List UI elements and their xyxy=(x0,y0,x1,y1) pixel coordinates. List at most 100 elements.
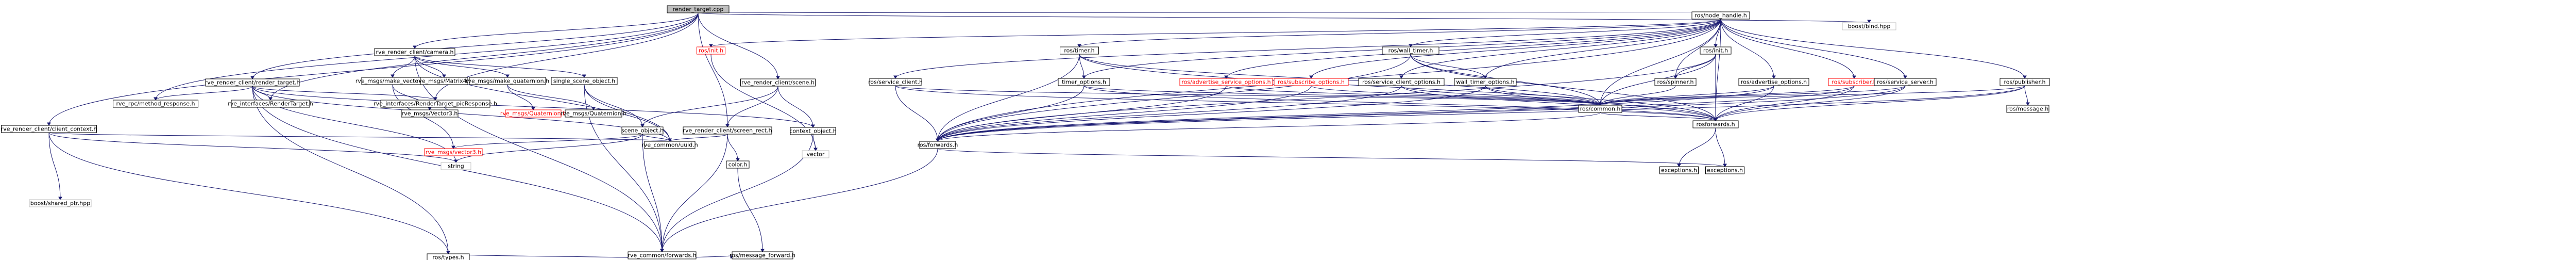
node-ros-init-h[interactable]: ros/init.h xyxy=(697,46,725,55)
include-edge xyxy=(640,86,778,127)
node-ros-subscribe-options-h[interactable]: ros/subscribe_options.h xyxy=(1274,78,1349,86)
node-vector: vector xyxy=(802,150,829,158)
node-box xyxy=(802,150,829,158)
node-box xyxy=(1274,78,1349,86)
node-label: ros/node_handle.h xyxy=(1694,12,1747,19)
include-edge xyxy=(1409,19,1721,47)
include-edge xyxy=(936,54,1080,142)
node-boost-bind-hpp: boost/bind.hpp xyxy=(1842,22,1896,30)
node-box xyxy=(565,109,622,118)
node-scene-object-h[interactable]: scene_object.h xyxy=(621,126,664,135)
node-rve-interfaces-rendertarget-picresponse-h[interactable]: rve_interfaces/RenderTarget_picResponse.… xyxy=(374,100,497,108)
node-ros-publisher-h[interactable]: ros/publisher.h xyxy=(1999,78,2050,86)
node-rve-msgs-make-vector3-h[interactable]: rve_msgs/make_vector3.h xyxy=(355,77,430,85)
node-ros-forwards-h[interactable]: ros/forwards.h xyxy=(918,141,958,149)
include-edge xyxy=(1077,19,1721,47)
node-label: rosforwards.h xyxy=(1696,121,1735,128)
node-box xyxy=(919,141,956,149)
node-wall-timer-options-h[interactable]: wall_timer_options.h xyxy=(1454,78,1517,86)
node-label: rve_msgs/Matrix4.h xyxy=(416,78,472,85)
node-rve-render-client-render-target-h[interactable]: rve_render_client/render_target.h xyxy=(205,78,300,87)
node-box xyxy=(469,77,546,85)
node-label: ros/types.h xyxy=(432,254,464,260)
node-label: rve_msgs/Quaternion.h xyxy=(561,110,626,117)
node-box xyxy=(667,5,730,13)
node-label: rve_render_client/render_target.h xyxy=(205,79,300,86)
include-edge xyxy=(936,54,1411,142)
node-rve-render-client-client-context-h[interactable]: rve_render_client/client_context.h xyxy=(1,125,97,133)
include-edge xyxy=(154,86,253,101)
include-edge xyxy=(1714,85,2025,121)
include-edge xyxy=(252,86,450,254)
include-edge xyxy=(710,54,818,151)
node-label: ros/publisher.h xyxy=(2004,79,2046,86)
node-ros-spinner-h[interactable]: ros/spinner.h xyxy=(1654,78,1697,86)
node-label: rve_msgs/vector3.h xyxy=(426,149,482,156)
node-label: ros/advertise_options.h xyxy=(1741,79,1807,86)
node-label: rve_common/uuid.h xyxy=(641,142,698,149)
node-single-scene-object-h[interactable]: single_scene_object.h xyxy=(551,77,618,85)
node-exceptions-h[interactable]: exceptions.h xyxy=(1705,166,1744,174)
node-rve-common-uuid-h[interactable]: rve_common/uuid.h xyxy=(641,141,698,149)
node-ros-message-forward-h[interactable]: ros/message_forward.h xyxy=(730,251,795,259)
node-ros-common-h[interactable]: ros/common.h xyxy=(1578,105,1622,113)
node-box xyxy=(205,78,300,87)
node-rve-interfaces-rendertarget-h[interactable]: rve_interfaces/RenderTarget.h xyxy=(228,100,313,108)
include-edge xyxy=(1720,19,1856,79)
node-box xyxy=(29,199,92,207)
node-rosforwards-h[interactable]: rosforwards.h xyxy=(1692,120,1739,128)
node-ros-timer-h[interactable]: ros/timer.h xyxy=(1060,46,1099,55)
node-rve-render-client-camera-h[interactable]: rve_render_client/camera.h xyxy=(374,48,455,56)
include-edge xyxy=(1598,85,2025,106)
node-box xyxy=(1705,166,1744,174)
node-ros-message-h[interactable]: ros/message.h xyxy=(2006,105,2049,113)
node-box xyxy=(790,127,836,135)
include-edge xyxy=(1715,127,1727,167)
node-rve-msgs-quaternion-h[interactable]: rve_msgs/Quaternion.h xyxy=(500,109,566,118)
include-edge xyxy=(414,55,586,78)
node-ros-wall-timer-h[interactable]: ros/wall_timer.h xyxy=(1382,46,1439,55)
node-rve-msgs-quaternion-h[interactable]: rve_msgs/Quaternion.h xyxy=(561,109,626,118)
include-edge xyxy=(252,86,437,101)
node-label: ros/advertise_service_options.h xyxy=(1181,79,1270,86)
node-ros-advertise-service-options-h[interactable]: ros/advertise_service_options.h xyxy=(1179,78,1273,86)
include-edge xyxy=(660,134,814,252)
include-edge xyxy=(1720,19,2027,79)
node-rve-common-forwards-h[interactable]: rve_common/forwards.h xyxy=(628,251,697,259)
node-rve-msgs-vector3-h[interactable]: rve_msgs/vector3.h xyxy=(424,148,483,156)
node-ros-types-h[interactable]: ros/types.h xyxy=(427,253,470,260)
include-edge xyxy=(937,148,1727,167)
include-edge xyxy=(698,12,1871,23)
node-ros-subscriber-h[interactable]: ros/subscriber.h xyxy=(1828,78,1880,86)
node-color-h[interactable]: color.h xyxy=(726,160,750,169)
include-edge xyxy=(1224,19,1721,79)
node-box xyxy=(1874,78,1937,86)
node-timer-options-h[interactable]: timer_options.h xyxy=(1058,78,1110,86)
include-edge xyxy=(414,55,510,78)
include-edge xyxy=(1673,54,1716,79)
node-rve-msgs-make-quaternion-h[interactable]: rve_msgs/make_quaternion.h xyxy=(466,77,549,85)
include-edge xyxy=(413,12,699,49)
node-rve-rpc-method-response-h[interactable]: rve_rpc/method_response.h xyxy=(113,100,198,108)
node-box xyxy=(1454,78,1517,86)
node-box xyxy=(1060,46,1099,55)
node-rve-msgs-matrix4-h[interactable]: rve_msgs/Matrix4.h xyxy=(416,77,472,85)
node-ros-service-client-options-h[interactable]: ros/service_client_options.h xyxy=(1358,78,1445,86)
include-edge xyxy=(936,85,1084,142)
node-rve-msgs-vector3-h[interactable]: rve_msgs/Vector3.h xyxy=(401,109,459,118)
node-label: rve_msgs/make_quaternion.h xyxy=(466,78,549,85)
node-render-target-cpp[interactable]: render_target.cpp xyxy=(667,5,730,13)
node-box xyxy=(1382,46,1439,55)
node-exceptions-h[interactable]: exceptions.h xyxy=(1659,166,1699,174)
node-ros-service-client-h[interactable]: ros/service_client.h xyxy=(868,78,923,86)
node-ros-service-server-h[interactable]: ros/service_server.h xyxy=(1874,78,1937,86)
node-rve-render-client-scene-h[interactable]: rve_render_client/scene.h xyxy=(740,78,816,87)
node-context-object-h[interactable]: context_object.h xyxy=(789,127,837,135)
node-ros-advertise-options-h[interactable]: ros/advertise_options.h xyxy=(1738,78,1809,86)
node-rve-render-client-screen-rect-h[interactable]: rve_render_client/screen_rect.h xyxy=(683,126,772,135)
node-ros-node-handle-h[interactable]: ros/node_handle.h xyxy=(1691,11,1750,20)
include-edge xyxy=(1714,19,1721,121)
include-edge xyxy=(1079,54,1086,79)
node-ros-init-h[interactable]: ros/init.h xyxy=(1700,46,1732,55)
node-box xyxy=(1691,11,1750,20)
